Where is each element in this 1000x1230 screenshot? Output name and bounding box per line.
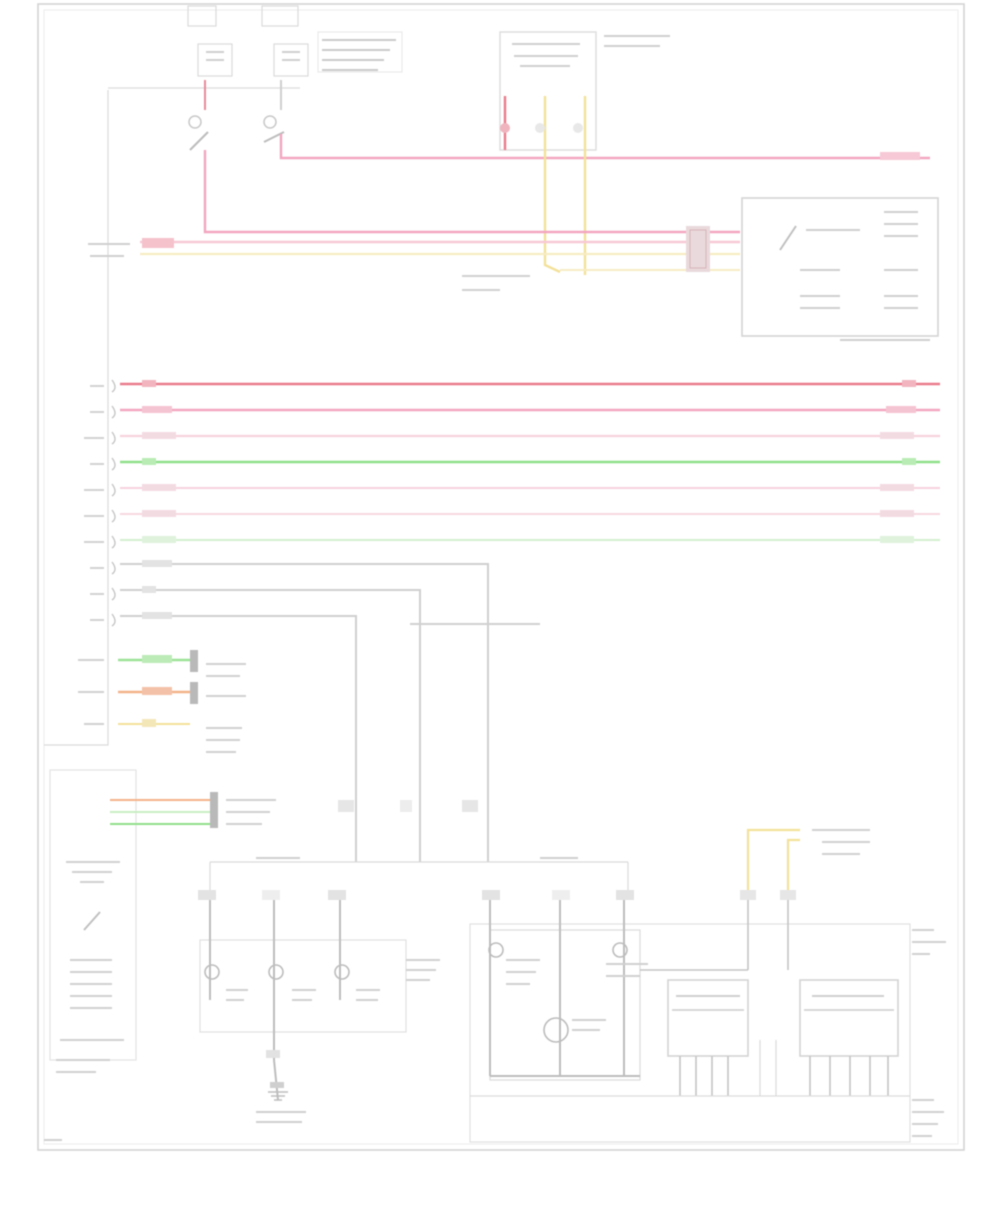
fuse-switches [188, 80, 285, 151]
bus-wires [84, 379, 940, 627]
wire-red-module [203, 150, 740, 234]
left-bus-wire [44, 90, 109, 746]
control-module [741, 197, 939, 341]
relay-coil-icon [488, 942, 504, 958]
sensor-box [49, 769, 276, 1073]
relay-coil-icon [268, 964, 284, 980]
left-connectors [78, 650, 246, 753]
lower-left-block [198, 857, 629, 1123]
gray-drop-wires [120, 560, 540, 862]
connector-icon [190, 682, 198, 704]
motor-icon [543, 1017, 569, 1043]
fuse-tabs [187, 5, 299, 27]
relay-coil-icon [334, 964, 350, 980]
connector-icon [190, 650, 198, 672]
relay-coil-icon [612, 942, 628, 958]
switch-contact-icon [263, 115, 277, 129]
relay-box [499, 31, 670, 151]
diagram-frame-inner [43, 9, 959, 1145]
relay-coil-icon [204, 964, 220, 980]
switch-contact-icon [83, 911, 101, 931]
diagram-frame [37, 3, 965, 1151]
switch-contact-icon [188, 115, 202, 129]
relay-outputs [500, 96, 587, 275]
connector-icon [210, 792, 218, 828]
lower-right-block [469, 828, 946, 1143]
fuse-blocks [197, 31, 403, 77]
ground-icon [268, 1091, 288, 1101]
wire-pink-top [279, 134, 930, 160]
